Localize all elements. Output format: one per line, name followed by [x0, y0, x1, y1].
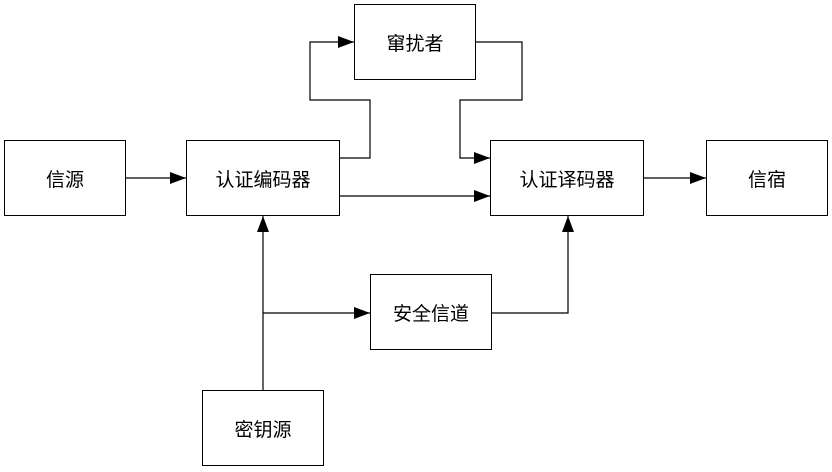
source-box: 信源: [4, 140, 126, 216]
sink-label: 信宿: [747, 168, 786, 191]
auth-decoder-label: 认证译码器: [519, 168, 615, 191]
source-label: 信源: [45, 168, 84, 191]
auth-encoder-box: 认证编码器: [186, 140, 340, 216]
key-source-box: 密钥源: [202, 390, 324, 466]
arrow-channel-to-decoder: [492, 216, 574, 314]
sink-box: 信宿: [706, 140, 828, 216]
interferer-label: 窜扰者: [386, 32, 444, 55]
secure-channel-label: 安全信道: [392, 302, 469, 325]
arrow-interferer-to-decoder: [459, 41, 523, 164]
auth-decoder-box: 认证译码器: [490, 140, 644, 216]
auth-encoder-label: 认证编码器: [215, 168, 311, 191]
arrow-encoder-to-interferer: [309, 36, 371, 159]
interferer-box: 窜扰者: [354, 4, 476, 80]
secure-channel-box: 安全信道: [370, 274, 492, 350]
key-source-label: 密钥源: [234, 418, 292, 441]
